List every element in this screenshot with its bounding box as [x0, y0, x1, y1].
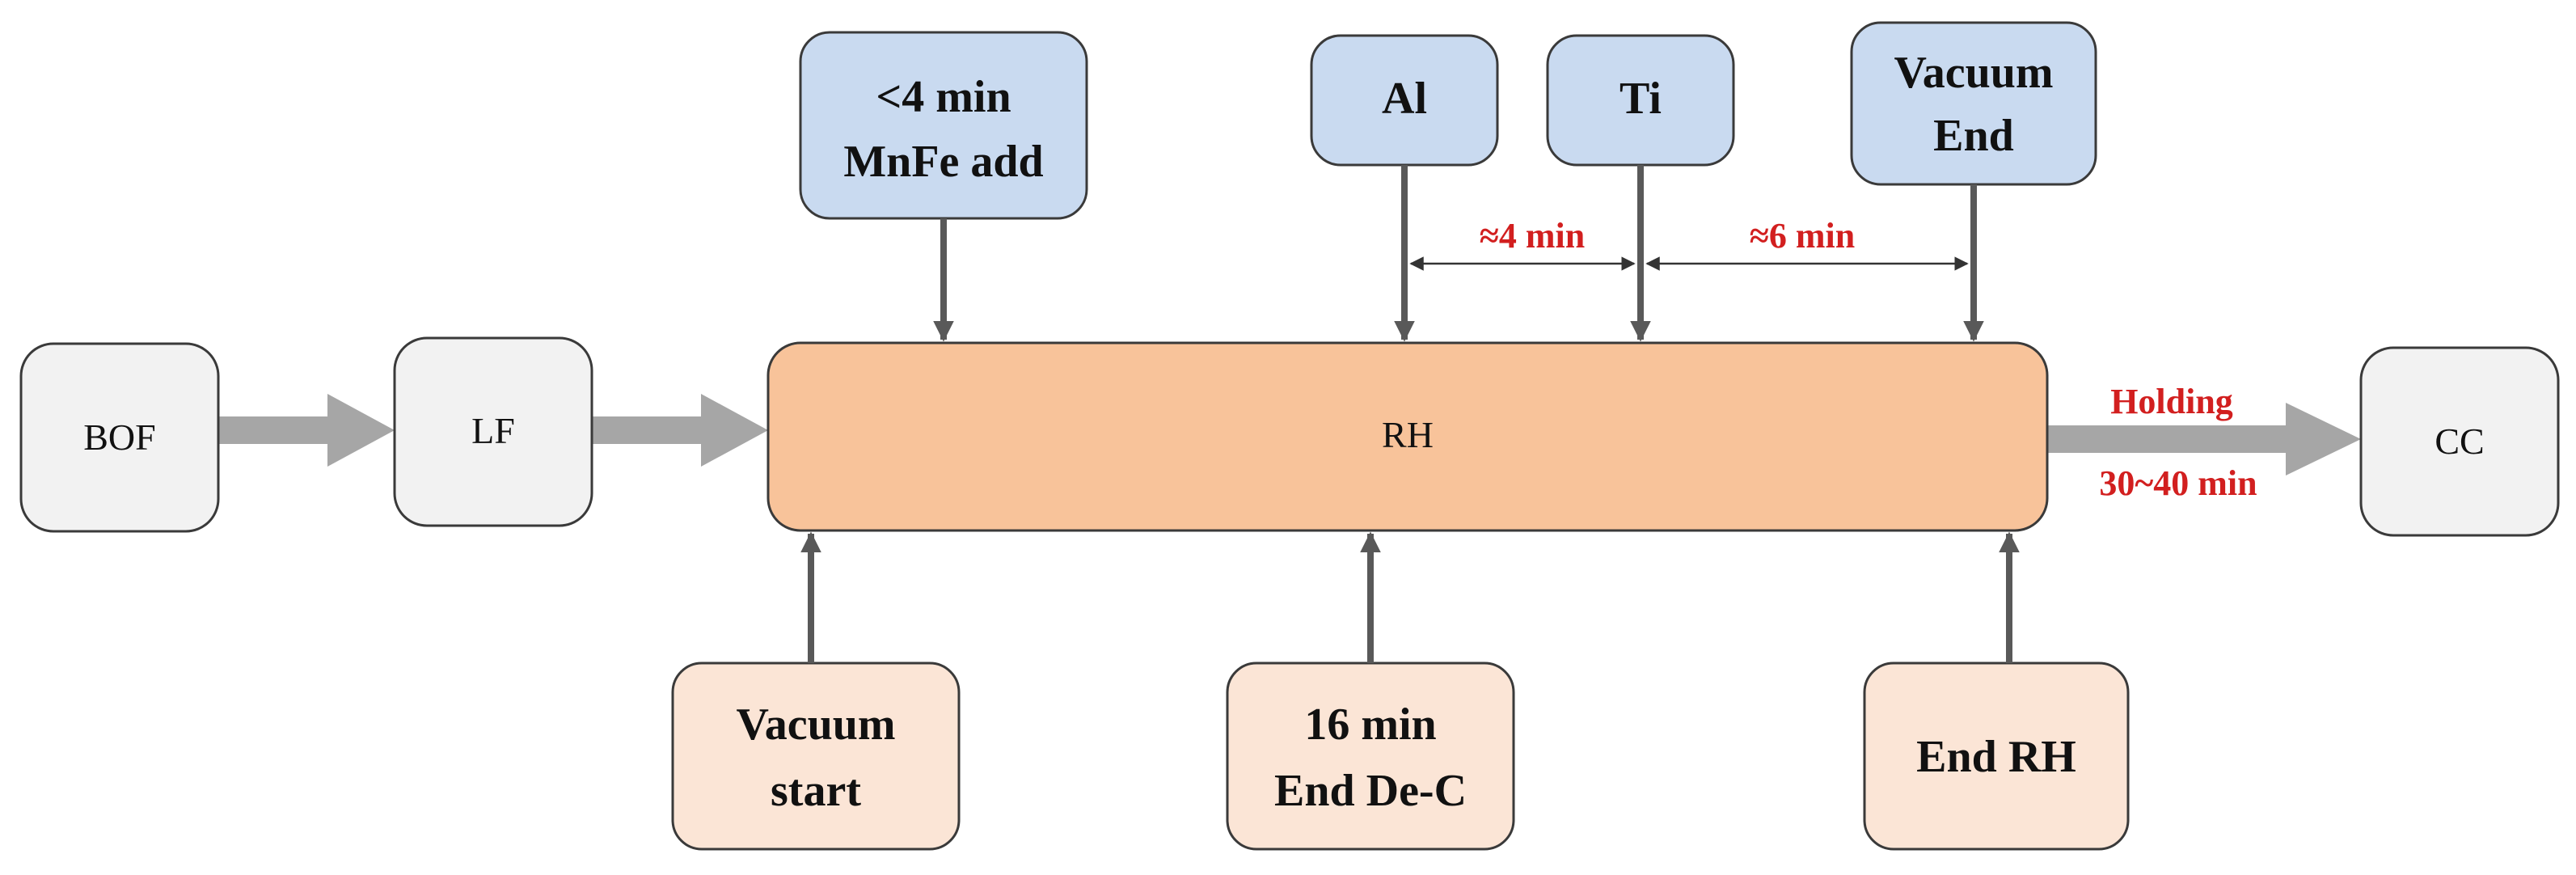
interval-label-al-ti: ≈4 min	[1480, 216, 1586, 256]
bof-label: BOF	[83, 416, 155, 458]
holding-duration-label: 30~40 min	[2099, 463, 2257, 503]
mnfe-add-node: <4 min MnFe add	[799, 31, 1088, 220]
interval-label-ti-vacuum-end: ≈6 min	[1750, 216, 1856, 256]
lf-label: LF	[471, 410, 515, 451]
vacuum-start-node: Vacuum start	[671, 662, 961, 851]
rh-label: RH	[1382, 414, 1434, 455]
ti-label: Ti	[1620, 74, 1662, 124]
mnfe-add-label: MnFe add	[843, 137, 1043, 187]
flow-arrow-lf-rh	[592, 394, 768, 467]
vacuum-start-line2: start	[771, 766, 861, 816]
end-rh-label: End RH	[1916, 732, 2076, 782]
holding-label: Holding	[2110, 382, 2233, 421]
end-dec-label: End De-C	[1274, 766, 1467, 816]
rh-node: RH	[766, 341, 2049, 532]
flow-arrow-bof-lf	[218, 394, 395, 467]
cc-label: CC	[2435, 421, 2484, 462]
al-label: Al	[1382, 74, 1427, 124]
cc-node: CC	[2359, 346, 2560, 537]
end-dec-time-label: 16 min	[1304, 700, 1436, 750]
bof-node: BOF	[19, 342, 220, 533]
vacuum-end-line1: Vacuum	[1894, 48, 2053, 98]
mnfe-time-label: <4 min	[876, 72, 1011, 122]
vacuum-end-line2: End	[1933, 111, 2014, 161]
lf-node: LF	[393, 336, 593, 527]
vacuum-start-line1: Vacuum	[736, 700, 895, 750]
end-rh-node: End RH	[1863, 662, 2130, 851]
ti-node: Ti	[1546, 34, 1735, 167]
al-node: Al	[1310, 34, 1499, 167]
flow-arrow-rh-cc	[2047, 403, 2361, 476]
end-dec-node: 16 min End De-C	[1226, 662, 1515, 851]
vacuum-end-node: Vacuum End	[1850, 21, 2097, 186]
